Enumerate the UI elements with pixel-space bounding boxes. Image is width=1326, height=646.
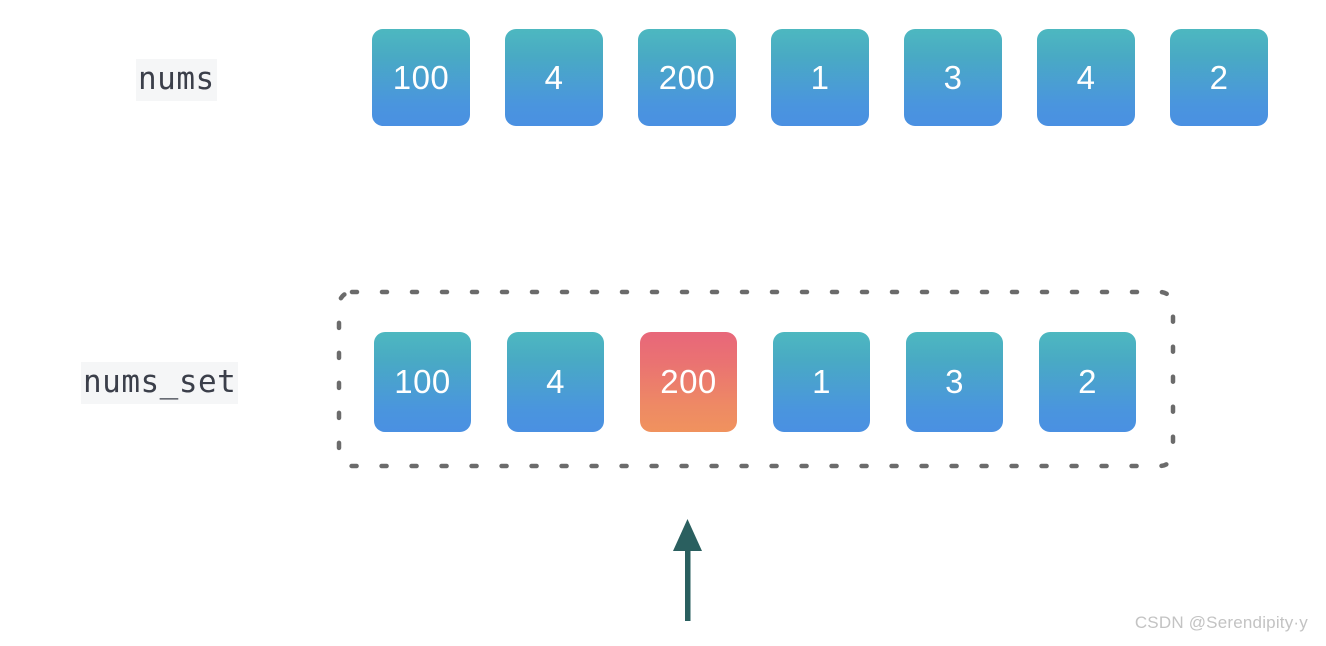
value-box: 2 bbox=[1170, 29, 1268, 126]
value-box: 100 bbox=[374, 332, 471, 432]
value-box: 3 bbox=[904, 29, 1002, 126]
row-label-nums-set: nums_set bbox=[81, 362, 239, 404]
watermark-text: CSDN @Serendipity·y bbox=[1134, 613, 1308, 632]
value-box: 200 bbox=[640, 332, 737, 432]
value-box: 1 bbox=[773, 332, 870, 432]
value-box: 4 bbox=[505, 29, 603, 126]
value-box: 100 bbox=[372, 29, 470, 126]
row-label-nums: nums bbox=[136, 59, 217, 101]
set-dashed-container bbox=[336, 289, 1176, 469]
value-box: 1 bbox=[771, 29, 869, 126]
value-box: 4 bbox=[1037, 29, 1135, 126]
up-arrow-icon bbox=[664, 515, 712, 625]
value-box: 3 bbox=[906, 332, 1003, 432]
value-box: 200 bbox=[638, 29, 736, 126]
value-box: 2 bbox=[1039, 332, 1136, 432]
value-box: 4 bbox=[507, 332, 604, 432]
